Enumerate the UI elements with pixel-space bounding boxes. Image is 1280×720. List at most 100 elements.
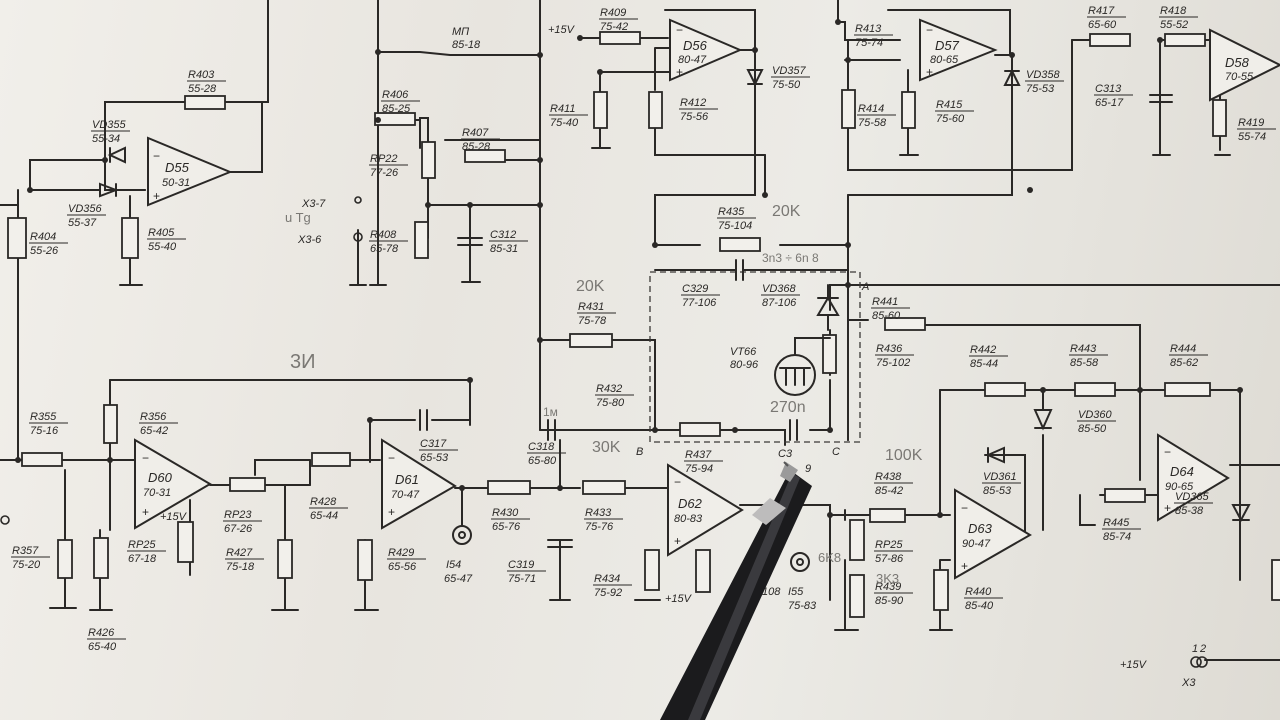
resistor-r426-value: 65-40 bbox=[88, 641, 117, 653]
opamp-d63-id: D63 bbox=[968, 521, 993, 536]
opamp-d61-id: D61 bbox=[395, 472, 419, 487]
resistor-r439-id: R439 bbox=[875, 581, 901, 593]
testpoint-i54-id: I54 bbox=[446, 559, 461, 571]
svg-text:−: − bbox=[1164, 445, 1171, 459]
x3-connector-label: X3 bbox=[1181, 677, 1196, 689]
resistor-r443-body bbox=[1074, 382, 1116, 397]
resistor-r407-body bbox=[464, 149, 506, 163]
capacitor-c312-plates bbox=[457, 237, 483, 283]
diode-vd358-value: 75-53 bbox=[1026, 83, 1055, 95]
diode-vd368-symbol bbox=[816, 284, 840, 331]
diode-vd357-id: VD357 bbox=[772, 65, 807, 77]
diode-vd355-value: 55-34 bbox=[92, 133, 120, 145]
resistor-r438-value: 85-42 bbox=[875, 485, 903, 497]
svg-text:−: − bbox=[961, 501, 968, 515]
opamp-d57-body bbox=[919, 18, 998, 82]
opamp-d56-body bbox=[669, 18, 743, 82]
resistor-r437-id: R437 bbox=[685, 449, 712, 461]
resistor-r417-id: R417 bbox=[1088, 5, 1115, 17]
resistor-rp23-body bbox=[229, 477, 266, 492]
resistor-r405-value: 55-40 bbox=[148, 241, 177, 253]
capacitor-c312-value: 85-31 bbox=[490, 243, 518, 255]
resistor-r356-id: R356 bbox=[140, 411, 167, 423]
capacitor-c329-value: 77-106 bbox=[682, 297, 717, 309]
opamp-d61-value: 70-47 bbox=[391, 489, 420, 501]
resistor-r409-id: R409 bbox=[600, 7, 626, 19]
diode-vd356-value: 55-37 bbox=[68, 217, 97, 229]
capacitor-c318-plates bbox=[547, 419, 556, 441]
resistor-r428-body bbox=[311, 452, 351, 467]
resistor-r403-value: 55-28 bbox=[188, 83, 217, 95]
diode-vd368-id: VD368 bbox=[762, 283, 797, 295]
capacitor-c319-plates bbox=[547, 539, 573, 548]
testpoint-i55-value: 75-83 bbox=[788, 600, 817, 612]
resistor-r407-value: 85-28 bbox=[462, 141, 491, 153]
resistor-r413-id: R413 bbox=[855, 23, 882, 35]
resistor-r405-body bbox=[121, 217, 139, 259]
resistor-r430-body bbox=[487, 480, 531, 495]
testpoint-i55-id: I55 bbox=[788, 586, 804, 598]
resistor-r418-value: 55-52 bbox=[1160, 19, 1188, 31]
diode-vd365-value: 85-38 bbox=[1175, 505, 1204, 517]
resistor-r433-id: R433 bbox=[585, 507, 612, 519]
resistor-r406-body bbox=[374, 112, 416, 126]
resistor-r-6k8-body bbox=[849, 519, 865, 561]
resistor-r432-value: 75-80 bbox=[596, 397, 625, 409]
resistor-r429-value: 65-56 bbox=[388, 561, 417, 573]
resistor-r414-id: R414 bbox=[858, 103, 884, 115]
opamp-d61-body bbox=[381, 438, 457, 530]
terminals bbox=[0, 147, 1231, 668]
plus15-d62: +15V bbox=[665, 593, 693, 605]
resistor-rp25-value: 67-18 bbox=[128, 553, 157, 565]
resistor-r437-body bbox=[679, 422, 721, 437]
resistor-r432-id: R432 bbox=[596, 383, 622, 395]
resistor-r411-body bbox=[593, 91, 608, 129]
transistor-vt66-symbol bbox=[774, 337, 831, 396]
pencil-20k-r431: 20K bbox=[576, 278, 605, 295]
capacitor-c318-value: 65-80 bbox=[528, 455, 557, 467]
pencil-3k3: 3K3 bbox=[876, 571, 899, 586]
resistor-r355-body bbox=[21, 452, 63, 467]
pencil-3n3-6n8: 3n3 ÷ 6n 8 bbox=[762, 251, 819, 265]
resistor-r434-pot-body bbox=[695, 549, 711, 593]
resistor-r357-id: R357 bbox=[12, 545, 39, 557]
svg-text:+: + bbox=[961, 559, 968, 573]
opamp-d64-value: 90-65 bbox=[1165, 481, 1194, 493]
capacitor-c313-id: C313 bbox=[1095, 83, 1122, 95]
diode-vd361-symbol bbox=[985, 446, 1005, 464]
resistor-r405-id: R405 bbox=[148, 227, 175, 239]
resistor-r404-id: R404 bbox=[30, 231, 56, 243]
opamp-d58-body bbox=[1209, 28, 1280, 102]
opamp-d55-id: D55 bbox=[165, 160, 190, 175]
resistor-labels: R40355-28R40455-26R40555-40R40685-25RP22… bbox=[11, 5, 1276, 653]
diode-vd361-value: 85-53 bbox=[983, 485, 1012, 497]
resistor-r411-value: 75-40 bbox=[550, 117, 579, 129]
resistor-r430-id: R430 bbox=[492, 507, 519, 519]
resistor-r426-id: R426 bbox=[88, 627, 115, 639]
resistor-r433-body bbox=[582, 480, 626, 495]
resistor-vd368-series-body bbox=[822, 334, 837, 374]
resistor-r411-id: R411 bbox=[550, 103, 575, 115]
diode-vd358-id: VD358 bbox=[1026, 69, 1061, 81]
resistor-r436-id: R436 bbox=[876, 343, 903, 355]
opamp-d63-body bbox=[954, 488, 1032, 580]
diode-labels: VD35555-34VD35655-37VD35775-50VD35875-53… bbox=[67, 65, 1213, 517]
resistor-r408-body bbox=[414, 221, 429, 259]
resistor-r437-value: 75-94 bbox=[685, 463, 713, 475]
diode-vd356-id: VD356 bbox=[68, 203, 103, 215]
resistor-r412-id: R412 bbox=[680, 97, 706, 109]
resistor-r429-body bbox=[357, 539, 373, 581]
junction-dots bbox=[15, 19, 1243, 518]
capacitor-270n-plates bbox=[789, 419, 798, 441]
plus15-d60: +15V bbox=[160, 511, 188, 523]
diode-vd355-id: VD355 bbox=[92, 119, 127, 131]
resistor-r439-value: 85-90 bbox=[875, 595, 904, 607]
resistor-r427-id: R427 bbox=[226, 547, 253, 559]
resistor-rp22-id: RP22 bbox=[370, 153, 398, 165]
resistor-rp25-pot-body bbox=[177, 521, 194, 563]
resistor-r417-value: 65-60 bbox=[1088, 19, 1117, 31]
resistor-r355-id: R355 bbox=[30, 411, 57, 423]
diode-vd365-id: VD365 bbox=[1175, 491, 1210, 503]
opamp-d57-value: 80-65 bbox=[930, 54, 959, 66]
